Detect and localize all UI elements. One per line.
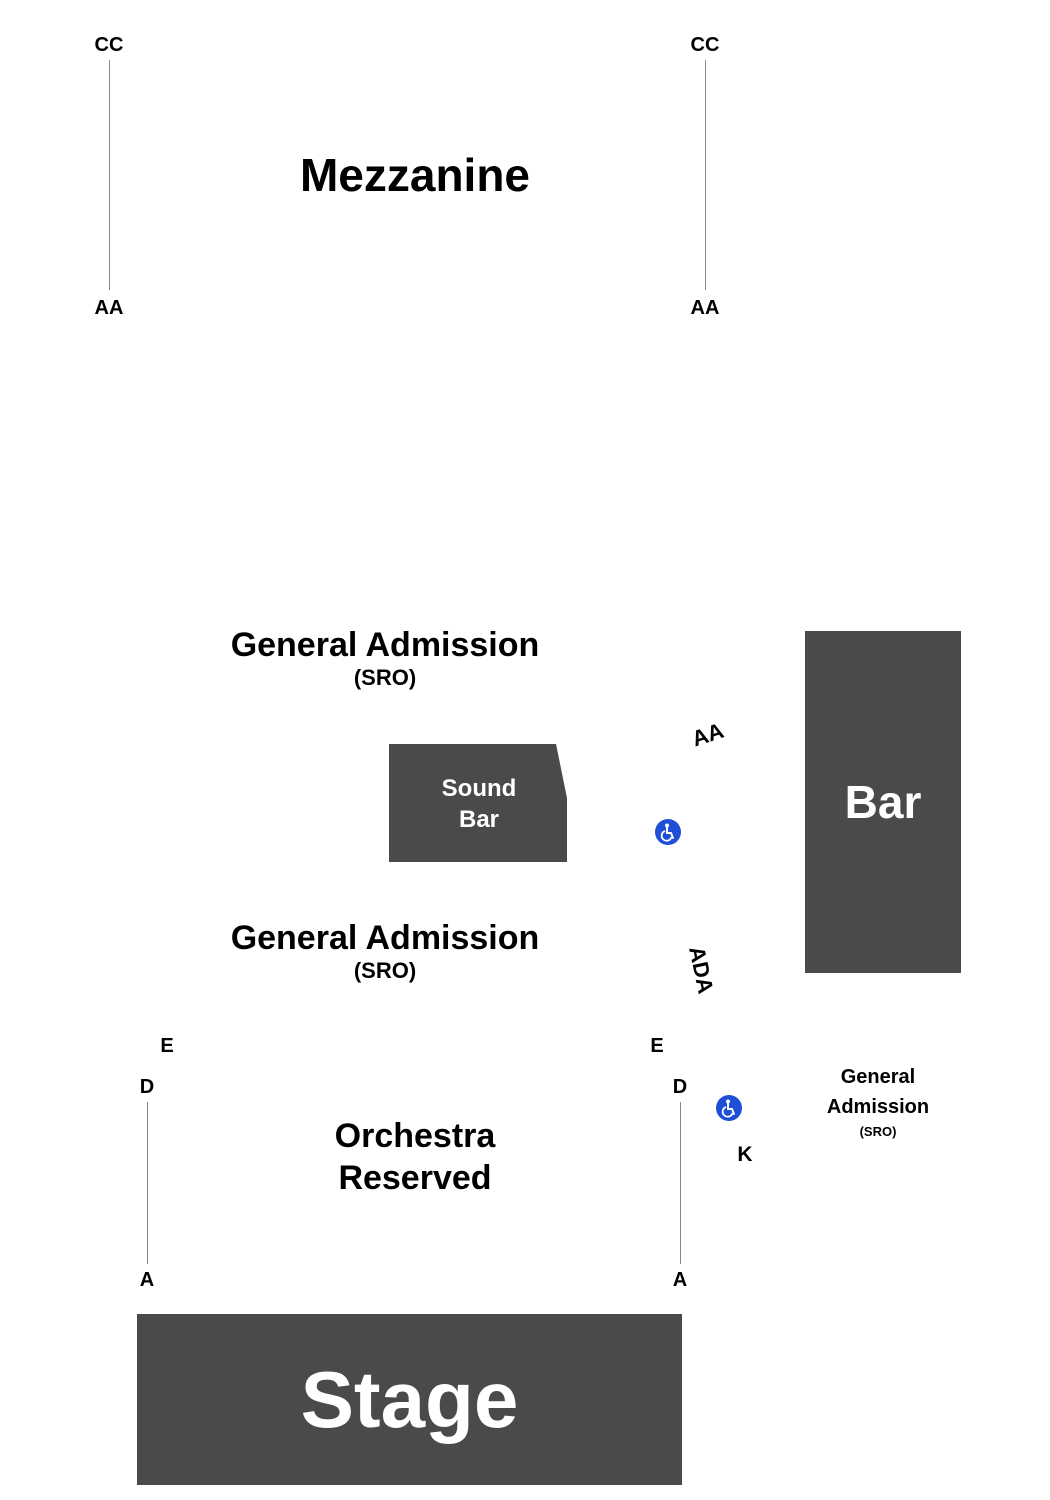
mezz-right-line	[705, 60, 706, 290]
orch-left-row-e: E	[160, 1035, 174, 1057]
mezz-left-row-cc: CC	[94, 34, 124, 56]
stage-block: Stage	[137, 1314, 682, 1485]
ga-lower-subtitle: (SRO)	[353, 958, 417, 983]
ga-upper-subtitle: (SRO)	[353, 665, 417, 690]
orch-right-row-d: D	[672, 1076, 688, 1098]
ga-side-subtitle: (SRO)	[859, 1124, 897, 1139]
sound-bar-line1: Sound	[441, 775, 517, 802]
ga-lower-title[interactable]: General Admission	[230, 919, 540, 957]
stage-label: Stage	[300, 1354, 519, 1444]
orch-left-row-d: D	[139, 1076, 155, 1098]
orch-left-line	[147, 1102, 148, 1264]
ada-row-aa: AA	[688, 717, 727, 752]
ga-upper-title[interactable]: General Admission	[230, 626, 540, 664]
ada-row-k: K	[737, 1143, 753, 1166]
mezz-left-row-aa: AA	[94, 297, 124, 319]
ga-side-line1[interactable]: General	[840, 1066, 916, 1088]
bar-block: Bar	[805, 631, 961, 973]
mezzanine-title[interactable]: Mezzanine	[299, 149, 531, 201]
mezz-right-row-cc: CC	[690, 34, 720, 56]
wheelchair-icon	[655, 819, 681, 845]
orchestra-line2[interactable]: Reserved	[338, 1159, 492, 1197]
orch-right-row-e: E	[650, 1035, 664, 1057]
orch-right-line	[680, 1102, 681, 1264]
orch-right-row-a: A	[672, 1269, 688, 1291]
orch-left-row-a: A	[139, 1269, 155, 1291]
sound-bar-shape	[389, 744, 567, 862]
ga-side-line2[interactable]: Admission	[826, 1096, 930, 1118]
orchestra-line1[interactable]: Orchestra	[334, 1117, 496, 1155]
sound-bar-line2: Bar	[458, 806, 500, 833]
mezz-left-line	[109, 60, 110, 290]
wheelchair-icon	[716, 1095, 742, 1121]
ada-label: ADA	[684, 943, 719, 996]
mezz-right-row-aa: AA	[690, 297, 720, 319]
bar-label: Bar	[844, 776, 922, 828]
